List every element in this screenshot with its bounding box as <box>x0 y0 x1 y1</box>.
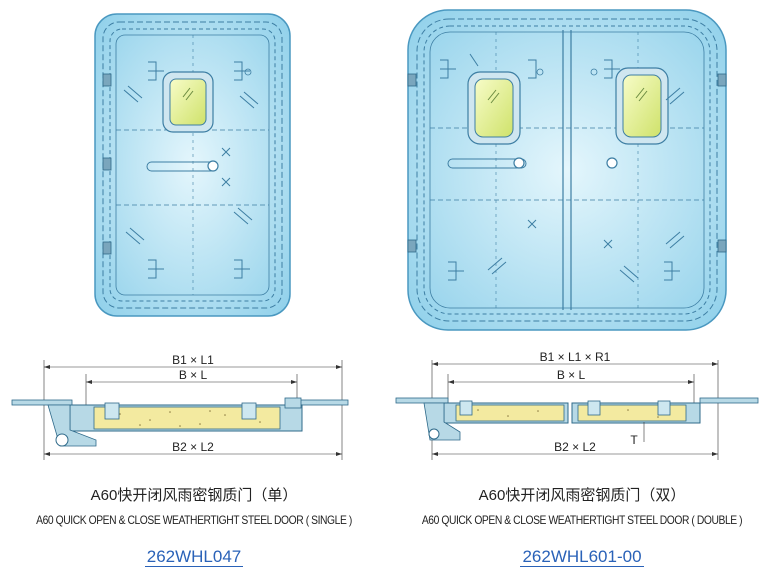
single-door-drawing: B1 × L1 B × L B2 × L2 <box>11 13 349 460</box>
double-door-panel: T B1 × L1 × R1 B × L B2 × L2 A60快开闭风雨密钢质… <box>388 0 776 586</box>
single-code-link[interactable]: 262WHL047 <box>0 547 388 567</box>
double-code-link[interactable]: 262WHL601-00 <box>388 547 776 567</box>
double-door-section-view: T B1 × L1 × R1 B × L B2 × L2 <box>395 350 759 460</box>
single-door-front-view <box>94 13 291 317</box>
dim-inner-double: B × L <box>557 368 586 382</box>
double-door-front-view <box>407 9 727 331</box>
double-title-en: A60 QUICK OPEN & CLOSE WEATHERTIGHT STEE… <box>421 513 743 527</box>
double-code[interactable]: 262WHL601-00 <box>520 547 644 567</box>
single-code[interactable]: 262WHL047 <box>144 547 244 567</box>
dim-thickness-double: T <box>630 433 638 447</box>
single-door-section-view: B1 × L1 B × L B2 × L2 <box>11 353 349 460</box>
dim-bottom-single: B2 × L2 <box>172 440 214 454</box>
double-door-drawing: T B1 × L1 × R1 B × L B2 × L2 <box>395 9 759 460</box>
dim-bottom-double: B2 × L2 <box>554 440 596 454</box>
dim-inner-single: B × L <box>179 368 208 382</box>
double-title-cn: A60快开闭风雨密钢质门（双） <box>478 487 686 504</box>
single-door-panel: B1 × L1 B × L B2 × L2 A60快开闭风雨密钢质门（单） A6… <box>0 13 388 567</box>
single-title-en: A60 QUICK OPEN & CLOSE WEATHERTIGHT STEE… <box>36 513 352 527</box>
single-title-cn: A60快开闭风雨密钢质门（单） <box>90 487 298 504</box>
dim-outer-double: B1 × L1 × R1 <box>540 350 611 364</box>
dim-outer-single: B1 × L1 <box>172 353 214 367</box>
